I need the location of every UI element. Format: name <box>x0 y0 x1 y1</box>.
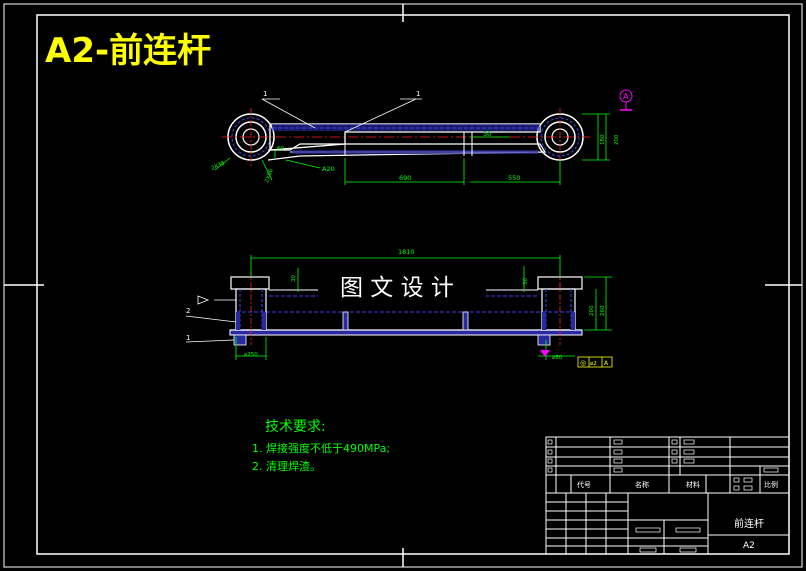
dim-overall: 1810 <box>398 248 415 256</box>
dim-right-30: 30 <box>523 278 529 285</box>
dim-60: 60 <box>277 146 284 152</box>
callout-1b: 1 <box>416 90 420 98</box>
dim-r1: 2X38 <box>210 160 226 172</box>
dim-bottom-right: ⌀80 <box>552 355 563 361</box>
tolerance-datum: A <box>604 360 609 367</box>
dim-550: 550 <box>508 174 520 182</box>
title-block-label-material: 材料 <box>686 480 700 489</box>
drawing-number: A2 <box>743 541 755 551</box>
title-block <box>545 436 790 555</box>
dim-30: 30 <box>483 130 491 138</box>
sheet-title: A2-前连杆 <box>45 31 211 71</box>
dim-bottom-left: ⌀250 <box>244 352 258 358</box>
dim-200: 200 <box>614 134 620 145</box>
tech-heading: 技术要求: <box>265 419 326 435</box>
title-block-label-scale: 比例 <box>764 480 778 489</box>
datum-symbol: A <box>623 92 629 101</box>
front-view: 图 文 设 计 1810 30 30 200 260 ⌀250 ⌀80 <box>185 248 613 368</box>
callout-1a: 1 <box>263 90 267 98</box>
centering-marks <box>4 4 802 567</box>
callout-1c: 1 <box>186 334 190 342</box>
callout-2: 2 <box>186 307 190 315</box>
dim-180: 180 <box>600 134 606 145</box>
tolerance-value: ⌀2 <box>590 361 597 367</box>
tech-item-1: 1. 焊接强度不低于490MPa; <box>252 441 390 455</box>
watermark: 图 文 设 计 <box>340 275 454 301</box>
tolerance-frame: ◎ ⌀2 A <box>577 356 613 368</box>
title-block-label-name: 名称 <box>635 480 649 489</box>
tolerance-symbol: ◎ <box>580 359 586 367</box>
part-name: 前连杆 <box>734 517 764 530</box>
dim-r2: 2X66 <box>264 168 275 184</box>
title-block-marks <box>547 439 779 553</box>
dim-690: 690 <box>399 174 411 182</box>
dim-a20: A20 <box>322 165 335 173</box>
dim-h-200: 200 <box>589 305 595 316</box>
title-block-label-code: 代号 <box>577 480 591 489</box>
tech-item-2: 2. 清理焊渣。 <box>252 459 321 473</box>
top-view: 1 1 690 550 30 60 A20 180 200 2X38 2 <box>210 89 633 185</box>
dim-h-260: 260 <box>600 305 606 316</box>
dim-left-30: 30 <box>291 275 297 282</box>
